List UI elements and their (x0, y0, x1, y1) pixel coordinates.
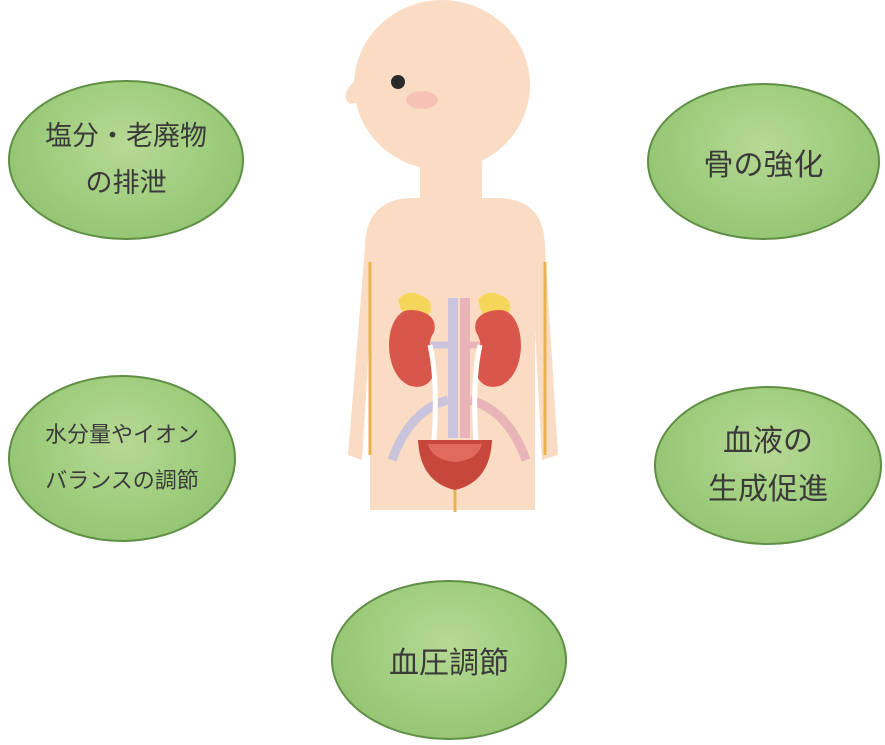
bone-strengthening-label: 骨の強化 (704, 140, 824, 184)
blood-production-label-line2: 生成促進 (708, 466, 828, 514)
vena-cava (460, 298, 470, 438)
blood-pressure-label: 血圧調節 (389, 638, 509, 682)
function-water-ion-balance-oval: 水分量やイオン バランスの調節 (8, 375, 236, 542)
head (354, 0, 530, 170)
aorta (448, 298, 458, 438)
eye (391, 75, 405, 89)
cheek (406, 91, 438, 109)
function-bone-strengthening-oval: 骨の強化 (647, 83, 880, 240)
excretion-label-line2: の排泄 (86, 160, 167, 207)
excretion-label-line1: 塩分・老廃物 (45, 113, 207, 160)
body-illustration (330, 0, 580, 520)
function-blood-pressure-oval: 血圧調節 (331, 580, 567, 740)
water-balance-label-line1: 水分量やイオン (45, 413, 199, 459)
neck (420, 160, 482, 200)
water-balance-label-line2: バランスの調節 (45, 459, 199, 505)
child-body-figure (330, 0, 580, 520)
function-blood-production-oval: 血液の 生成促進 (654, 386, 882, 545)
function-excretion-oval: 塩分・老廃物 の排泄 (8, 80, 244, 240)
blood-production-label-line1: 血液の (723, 418, 813, 466)
